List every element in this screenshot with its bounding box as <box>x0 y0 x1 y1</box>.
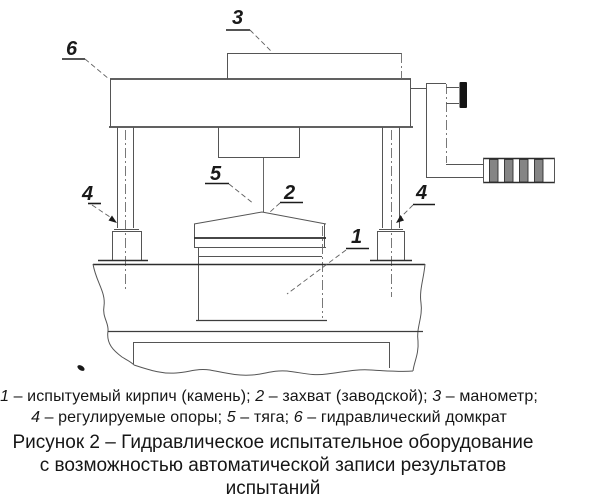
grip-assembly <box>193 211 327 248</box>
callout-4-right-number: 4 <box>415 182 427 204</box>
legend-line-1: 1 – испытуемый кирпич (камень); 2 – захв… <box>0 386 538 407</box>
callout-4-left-number: 4 <box>81 183 93 205</box>
legend-item-text: – регулируемые опоры; <box>40 409 227 426</box>
callout-2-number: 2 <box>283 182 295 204</box>
legend-line-2: 4 – регулируемые опоры; 5 – тяга; 6 – ги… <box>0 407 538 428</box>
legend-item-num: 3 <box>432 388 442 405</box>
callout-5: 5 <box>205 163 255 205</box>
ribbed-handle-grip <box>483 157 555 184</box>
legend-item-text: – тяга; <box>235 409 294 426</box>
right-support <box>370 229 412 262</box>
ink-speck <box>77 365 85 371</box>
figure-caption: Рисунок 2 – Гидравлическое испытательное… <box>0 431 546 500</box>
callout-6: 6 <box>62 38 110 80</box>
legend-item-num: 5 <box>226 409 236 426</box>
callout-3: 3 <box>226 7 273 53</box>
legend-item-num: 6 <box>293 409 303 426</box>
specimen-brick <box>196 226 327 322</box>
callout-4-left: 4 <box>81 183 117 223</box>
scanned-figure-page: { "figure": { "title_semantic": "hydraul… <box>0 7 555 499</box>
callout-5-number: 5 <box>210 163 222 185</box>
base-foundation <box>77 263 426 376</box>
callout-6-number: 6 <box>66 38 78 60</box>
manometer-box <box>227 53 402 79</box>
callout-3-number: 3 <box>232 7 243 29</box>
figure-stage: 3 6 5 2 1 4 4 <box>0 7 555 499</box>
legend-item-text: – захват (заводской); <box>264 388 433 405</box>
legend-item-text: – гидравлический домкрат <box>302 409 507 426</box>
hydraulic-press-diagram: 3 6 5 2 1 4 4 <box>62 7 555 376</box>
callout-4-right: 4 <box>396 182 435 223</box>
caption-line-1: Рисунок 2 – Гидравлическое испытательное… <box>12 432 534 453</box>
legend-item-num: 2 <box>255 388 265 405</box>
legend-item-num: 4 <box>31 409 41 426</box>
jack-crossbeam <box>109 78 413 128</box>
legend-item-text: – манометр; <box>441 388 538 405</box>
left-column <box>117 127 134 289</box>
figure-legend: 1 – испытуемый кирпич (камень); 2 – захв… <box>0 386 538 428</box>
cylinder-box <box>218 127 300 158</box>
left-support <box>98 229 148 262</box>
pump-lever-bracket <box>411 83 483 178</box>
callout-1: 1 <box>286 226 369 295</box>
right-column <box>382 127 400 297</box>
caption-line-2: с возможностью автоматической записи рез… <box>39 455 507 499</box>
legend-item-text: – испытуемый кирпич (камень); <box>9 388 256 405</box>
callout-1-number: 1 <box>351 226 362 248</box>
lever-knob <box>446 82 467 108</box>
legend-item-num: 1 <box>0 388 10 405</box>
callout-2: 2 <box>269 182 303 213</box>
